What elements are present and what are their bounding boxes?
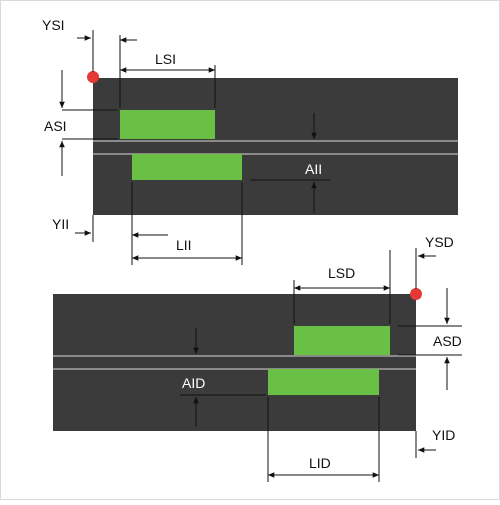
dim-asi: ASI [44, 70, 118, 176]
top-reference-marker [87, 71, 99, 83]
label-lsd: LSD [328, 265, 355, 281]
top-strip-lower [132, 154, 242, 180]
top-panel [93, 78, 458, 215]
bottom-strip-lower [268, 369, 379, 395]
label-yid: YID [432, 427, 455, 443]
label-ysd: YSD [425, 234, 454, 250]
dim-asd: ASD [398, 288, 462, 390]
label-lsi: LSI [155, 51, 176, 67]
bottom-reference-marker [410, 288, 422, 300]
label-asd: ASD [433, 333, 462, 349]
dim-yid: YID [415, 427, 455, 458]
dim-lii: LII [131, 182, 243, 265]
bottom-panel-group [53, 288, 422, 431]
label-asi: ASI [44, 118, 67, 134]
dim-lsi: LSI [119, 35, 216, 108]
dim-yii: YII [52, 215, 94, 242]
label-ysi: YSI [42, 17, 65, 33]
top-panel-group [87, 71, 458, 215]
label-aii: AII [305, 161, 322, 177]
label-aid: AID [182, 375, 205, 391]
dim-ysd: YSD [415, 234, 454, 289]
label-yii: YII [52, 216, 69, 232]
top-strip-upper [120, 110, 215, 139]
dim-aid: AID [180, 328, 266, 427]
dim-aii: AII [250, 113, 330, 213]
dim-lsd: LSD [293, 250, 391, 324]
label-lii: LII [176, 237, 192, 253]
label-lid: LID [309, 455, 331, 471]
dim-ysi: YSI [42, 17, 94, 72]
bottom-panel [53, 294, 416, 431]
bottom-strip-upper [294, 326, 390, 355]
dim-lid: LID [267, 397, 380, 482]
